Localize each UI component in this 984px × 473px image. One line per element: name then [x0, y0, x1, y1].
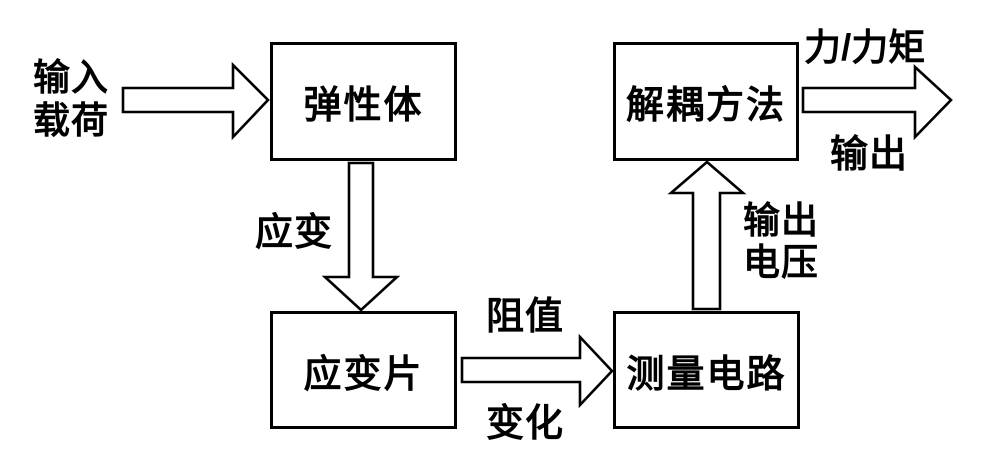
arrow-elastic-to-gauge-icon	[321, 161, 401, 312]
label-output: 输出	[830, 134, 909, 176]
box-elastic-body: 弹性体	[270, 42, 457, 161]
label-force-torque: 力/力矩	[804, 27, 926, 68]
label-strain: 应变	[255, 212, 334, 254]
box-strain-gauge: 应变片	[270, 311, 457, 429]
box-measurement-circuit: 测量电路	[613, 311, 800, 429]
arrow-circuit-to-decouple-icon	[667, 160, 747, 311]
label-resistance-value: 阻值	[486, 296, 565, 338]
arrow-input-to-elastic-icon	[121, 61, 270, 141]
label-resistance-change: 变化	[486, 403, 565, 445]
box-decoupling-method: 解耦方法	[613, 42, 799, 161]
arrow-gauge-to-circuit-icon	[460, 333, 614, 409]
label-output-voltage: 输出 电压	[743, 200, 819, 283]
arrow-decouple-to-output-icon	[801, 64, 953, 141]
label-input-load: 输入 载荷	[33, 57, 109, 141]
